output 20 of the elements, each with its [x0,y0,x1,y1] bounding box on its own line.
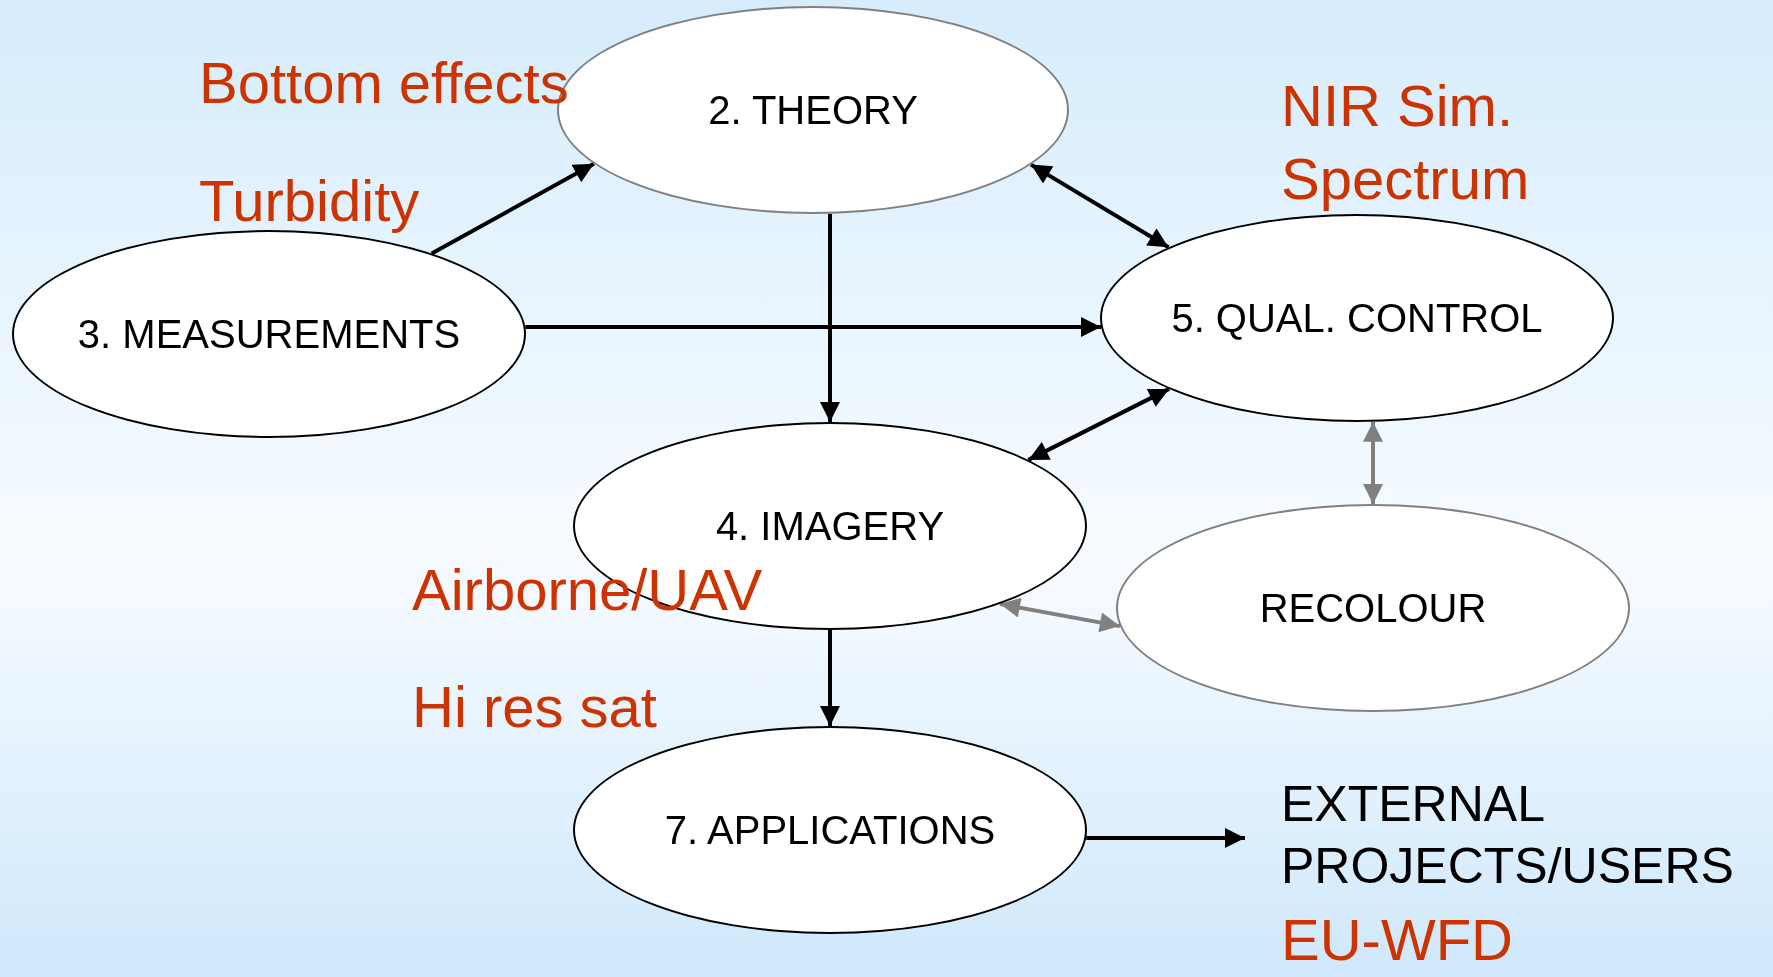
arrow [1363,421,1383,504]
arrow [525,317,1101,337]
annotation-text: EU-WFD [1281,906,1513,974]
arrow [820,630,840,726]
node-label: RECOLOUR [1259,585,1487,631]
annotation-text: Hi res sat [412,673,657,741]
annotation-text: NIR Sim. Spectrum [1281,72,1531,213]
arrow [430,162,595,256]
annotation-text: Bottom effects [199,49,569,117]
arrow [1086,828,1245,848]
output-text: EXTERNAL PROJECTS/USERS [1281,774,1735,896]
arrow [1029,162,1170,249]
node-label: 5. QUAL. CONTROL [1171,295,1543,341]
arrow [820,213,840,422]
arrow [1027,387,1170,462]
node-label: 4. IMAGERY [715,503,945,549]
node-label: 2. THEORY [708,87,918,133]
annotation-text: Turbidity [199,167,420,235]
node-label: 7. APPLICATIONS [664,807,996,853]
node-label: 3. MEASUREMENTS [77,311,461,357]
